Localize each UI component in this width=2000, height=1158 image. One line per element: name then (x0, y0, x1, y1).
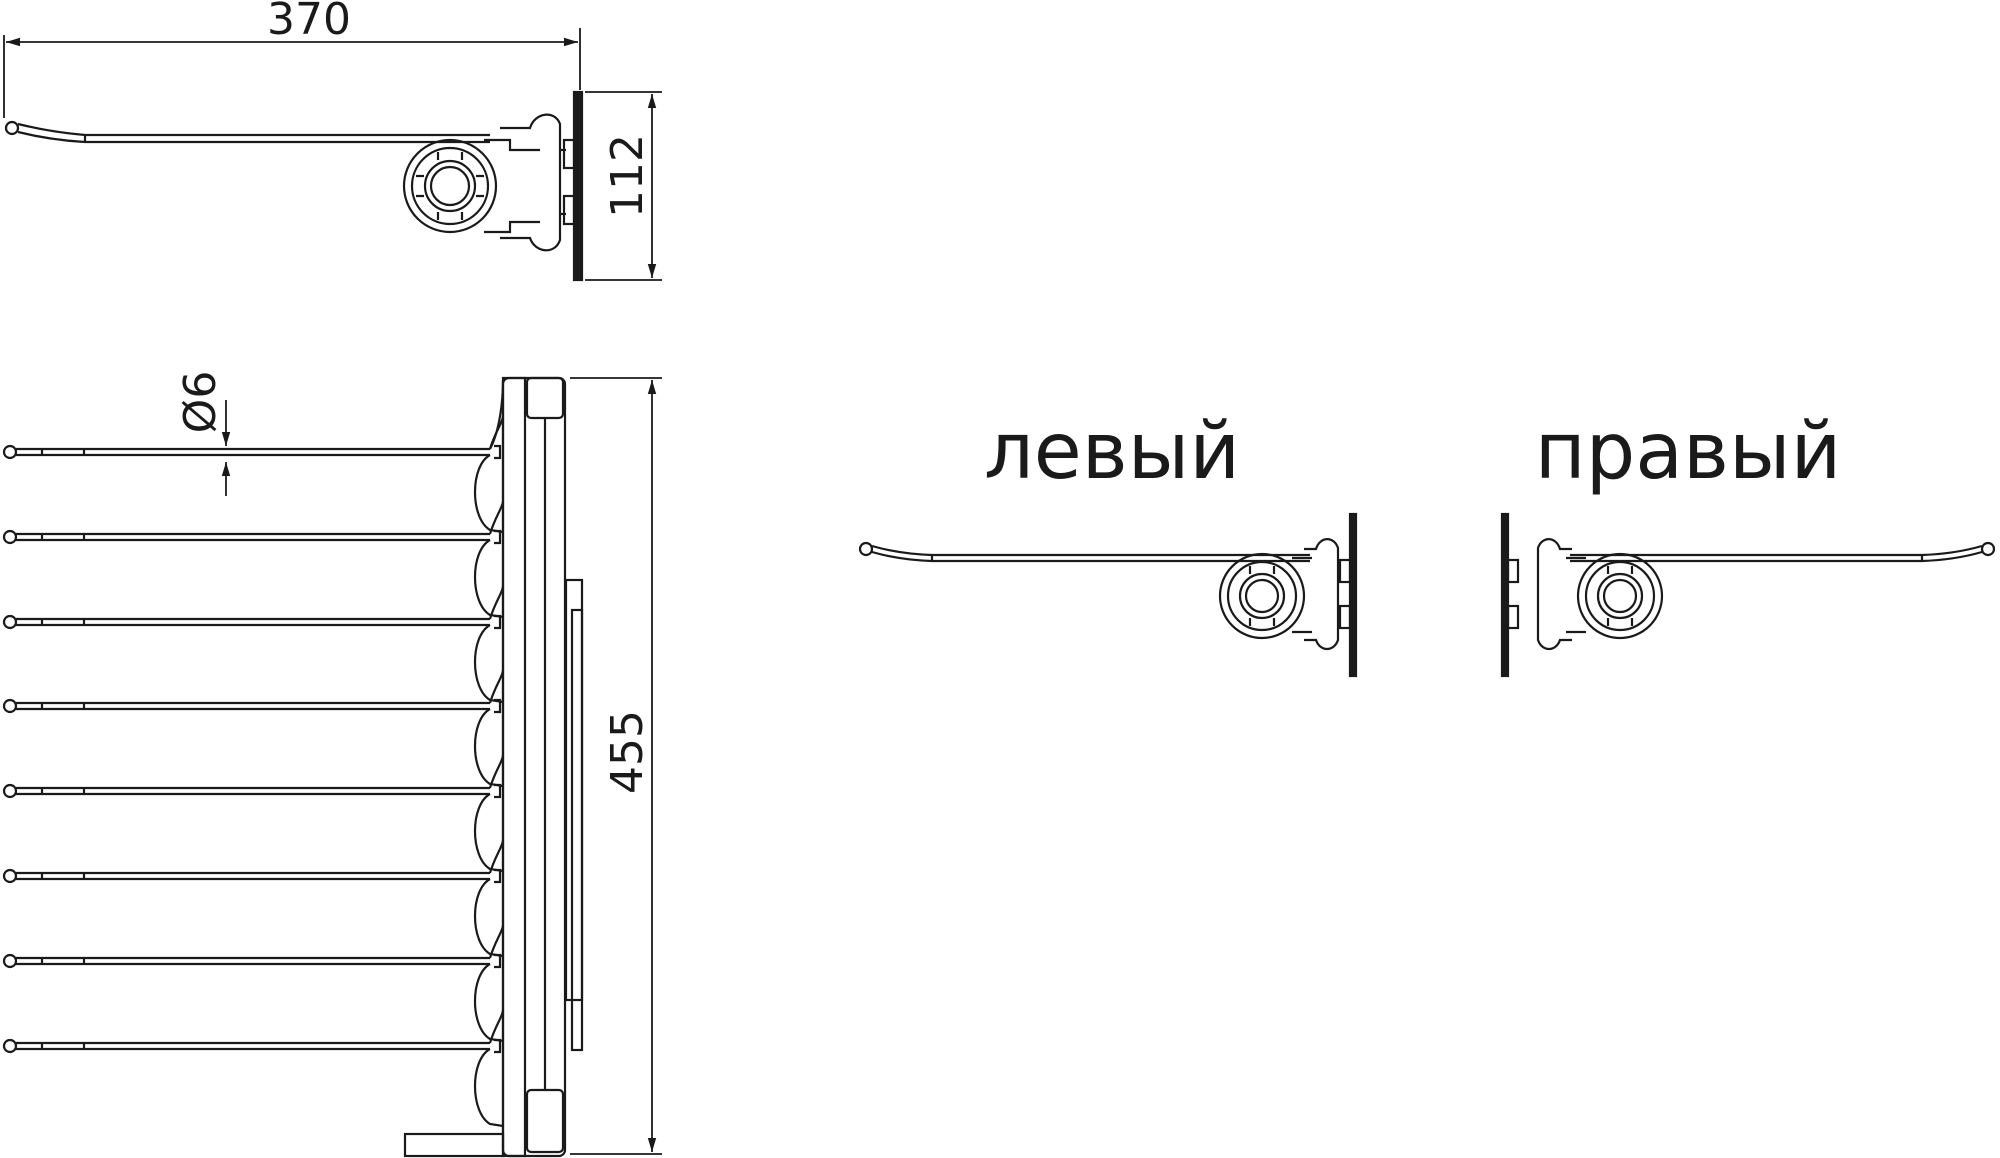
left-variant-label: левый (984, 407, 1240, 497)
dimension-front-height (570, 377, 662, 1155)
side-view-top (4, 90, 584, 282)
front-rod (2, 1009, 505, 1128)
front-rod (2, 585, 505, 704)
front-rod (2, 839, 505, 958)
front-rod (2, 754, 505, 873)
dimension-width (3, 28, 581, 118)
width-dimension-label: 370 (267, 0, 351, 45)
side-height-dimension-label: 112 (602, 134, 653, 218)
side-wall-plate (560, 90, 584, 282)
right-variant-label: правый (1535, 407, 1842, 497)
front-rod (2, 415, 505, 534)
left-variant-drawing (858, 512, 1358, 678)
front-rod (2, 500, 505, 619)
front-rod (2, 669, 505, 788)
rod-diameter-label: Ø6 (175, 371, 226, 434)
front-rods (2, 379, 505, 1128)
front-view (2, 376, 584, 1158)
front-frame (403, 376, 584, 1158)
dimension-side-height (585, 91, 662, 281)
front-height-dimension-label: 455 (602, 710, 653, 794)
front-top-bracket (489, 379, 505, 450)
side-rod (4, 120, 490, 144)
front-rod (2, 924, 505, 1043)
right-variant-drawing (1500, 512, 1996, 678)
side-hub (402, 113, 562, 252)
